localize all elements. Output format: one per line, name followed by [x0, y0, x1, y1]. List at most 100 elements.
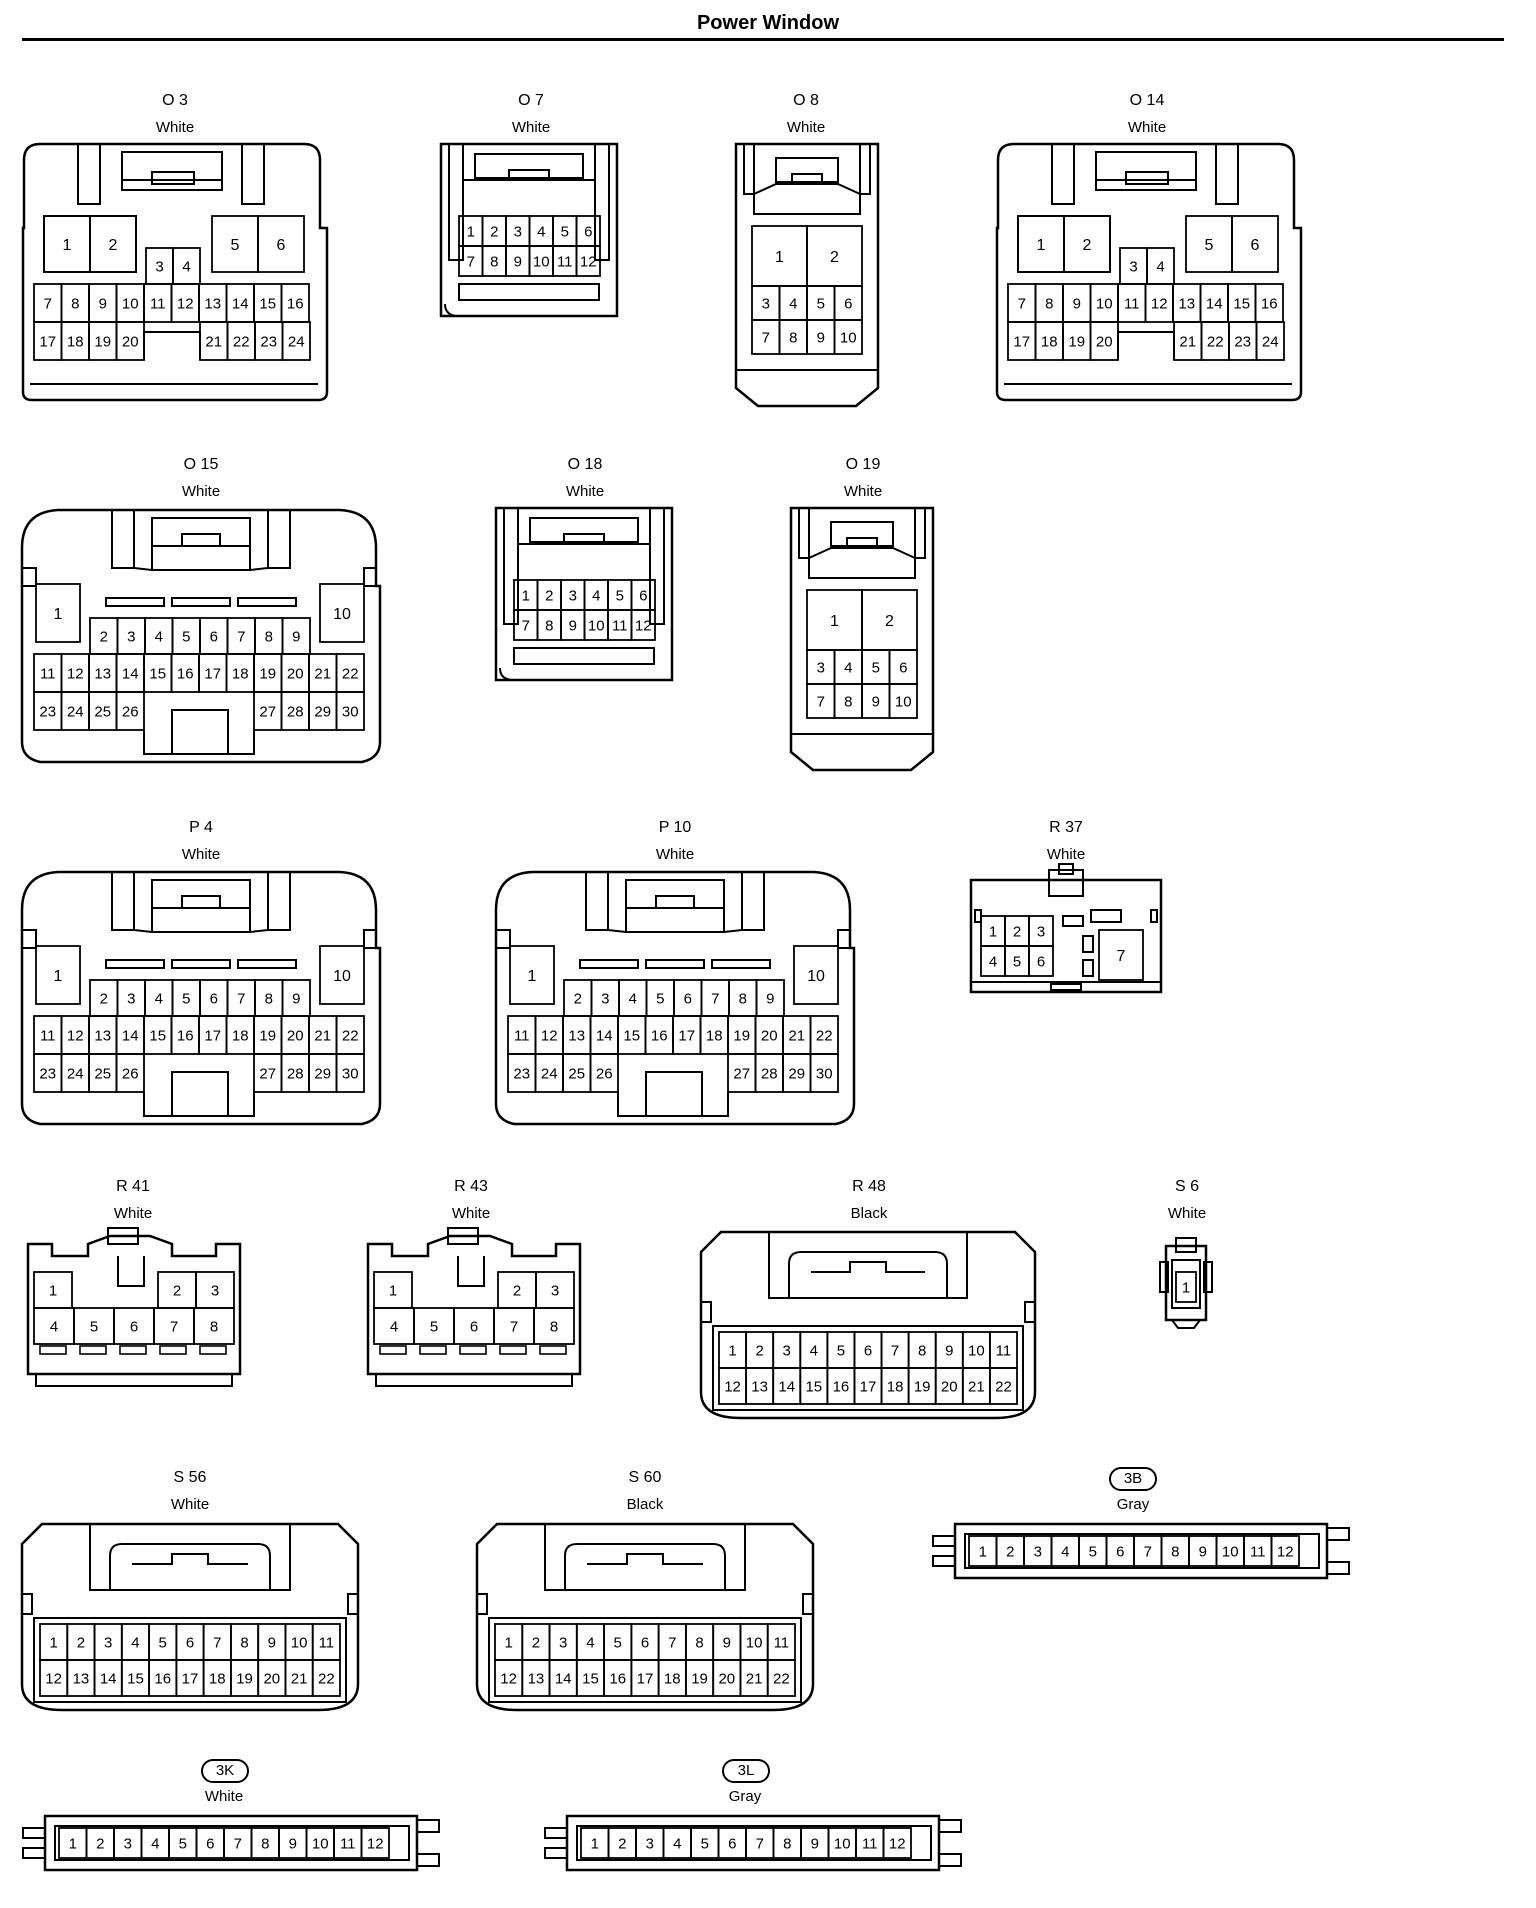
pin-number: 13 — [751, 1378, 768, 1395]
connector-id-r41: R 41 — [116, 1178, 150, 1195]
pin-number: 10 — [333, 606, 351, 623]
pin-number: 27 — [733, 1065, 750, 1082]
pin-number: 17 — [204, 1027, 221, 1044]
pin-number: 1 — [830, 613, 839, 630]
pin-number: 4 — [131, 1634, 139, 1651]
pin-number: 1 — [63, 237, 72, 254]
pin-number: 16 — [1261, 295, 1278, 312]
pin-number: 9 — [723, 1634, 731, 1651]
pin-number: 19 — [236, 1670, 253, 1687]
pin-number: 1 — [728, 1342, 736, 1359]
pin-number: 6 — [470, 1318, 478, 1335]
pin-number: 22 — [233, 333, 250, 350]
pin-number: 22 — [816, 1027, 833, 1044]
pin-number: 2 — [96, 1835, 104, 1852]
connector-color-o18: White — [565, 483, 605, 500]
pin-number: 4 — [1061, 1543, 1069, 1560]
pin-number: 10 — [1096, 295, 1113, 312]
pin-number: 12 — [45, 1670, 62, 1687]
pin-number: 12 — [541, 1027, 558, 1044]
pin-number: 17 — [678, 1027, 695, 1044]
pin-number: 3 — [127, 628, 135, 645]
pin-number: 24 — [67, 1065, 84, 1082]
pin-number: 5 — [561, 223, 569, 240]
pin-number: 5 — [1013, 953, 1021, 970]
pin-number: 23 — [513, 1065, 530, 1082]
pin-number: 6 — [277, 237, 286, 254]
pin-number: 1 — [775, 249, 784, 266]
pin-number: 20 — [287, 1027, 304, 1044]
pin-number: 1 — [54, 606, 63, 623]
connector-id-o14: O 14 — [1129, 92, 1165, 109]
pin-number: 18 — [209, 1670, 226, 1687]
pin-number: 10 — [291, 1634, 308, 1651]
pin-number: 25 — [94, 1065, 111, 1082]
pin-number: 20 — [263, 1670, 280, 1687]
connector-id-3k: 3K — [201, 1759, 249, 1783]
pin-number: 13 — [204, 295, 221, 312]
pin-number: 7 — [170, 1318, 178, 1335]
pin-number: 7 — [711, 990, 719, 1007]
pin-number: 4 — [182, 258, 190, 275]
pin-number: 17 — [860, 1378, 877, 1395]
pin-number: 4 — [592, 587, 600, 604]
pin-number: 22 — [318, 1670, 335, 1687]
pin-number: 3 — [762, 295, 770, 312]
pin-number: 8 — [1045, 295, 1053, 312]
pin-number: 4 — [629, 990, 637, 1007]
pin-number: 9 — [817, 329, 825, 346]
pin-number: 5 — [701, 1835, 709, 1852]
pin-number: 28 — [761, 1065, 778, 1082]
pin-number: 3 — [1034, 1543, 1042, 1560]
pin-number: 23 — [39, 1065, 56, 1082]
pin-number: 16 — [609, 1670, 626, 1687]
pin-number: 3 — [783, 1342, 791, 1359]
pin-number: 19 — [259, 665, 276, 682]
pin-number: 5 — [837, 1342, 845, 1359]
pin-number: 14 — [232, 295, 249, 312]
pin-number: 5 — [159, 1634, 167, 1651]
pin-number: 16 — [177, 665, 194, 682]
pin-number: 5 — [872, 659, 880, 676]
pin-number: 3 — [124, 1835, 132, 1852]
connector-color-o7: White — [511, 119, 551, 136]
pin-number: 6 — [1251, 237, 1260, 254]
pin-number: 24 — [288, 333, 305, 350]
pin-number: 12 — [67, 1027, 84, 1044]
pin-number: 4 — [155, 990, 163, 1007]
pin-number: 6 — [210, 990, 218, 1007]
pin-number: 21 — [968, 1378, 985, 1395]
pin-number: 11 — [774, 1634, 790, 1651]
pin-number: 6 — [684, 990, 692, 1007]
pin-number: 17 — [204, 665, 221, 682]
pin-number: 9 — [514, 253, 522, 270]
pin-number: 2 — [532, 1634, 540, 1651]
pin-number: 8 — [783, 1835, 791, 1852]
connector-color-p10: White — [655, 846, 695, 863]
pin-number: 20 — [1096, 333, 1113, 350]
pin-number: 18 — [706, 1027, 723, 1044]
pin-number: 26 — [596, 1065, 613, 1082]
pin-number: 2 — [490, 223, 498, 240]
pin-number: 2 — [100, 990, 108, 1007]
pin-number: 24 — [67, 703, 84, 720]
pin-number: 1 — [1182, 1279, 1190, 1296]
pin-number: 22 — [995, 1378, 1012, 1395]
pin-number: 2 — [545, 587, 553, 604]
pin-number: 6 — [641, 1634, 649, 1651]
pin-number: 7 — [1018, 295, 1026, 312]
pin-number: 15 — [149, 665, 166, 682]
pin-number: 19 — [94, 333, 111, 350]
pin-number: 8 — [71, 295, 79, 312]
pin-number: 16 — [154, 1670, 171, 1687]
pin-number: 28 — [287, 1065, 304, 1082]
pin-number: 10 — [834, 1835, 851, 1852]
pin-number: 10 — [312, 1835, 329, 1852]
pin-number: 2 — [830, 249, 839, 266]
pin-number: 11 — [1124, 295, 1140, 312]
connector-id-s60: S 60 — [628, 1469, 662, 1486]
